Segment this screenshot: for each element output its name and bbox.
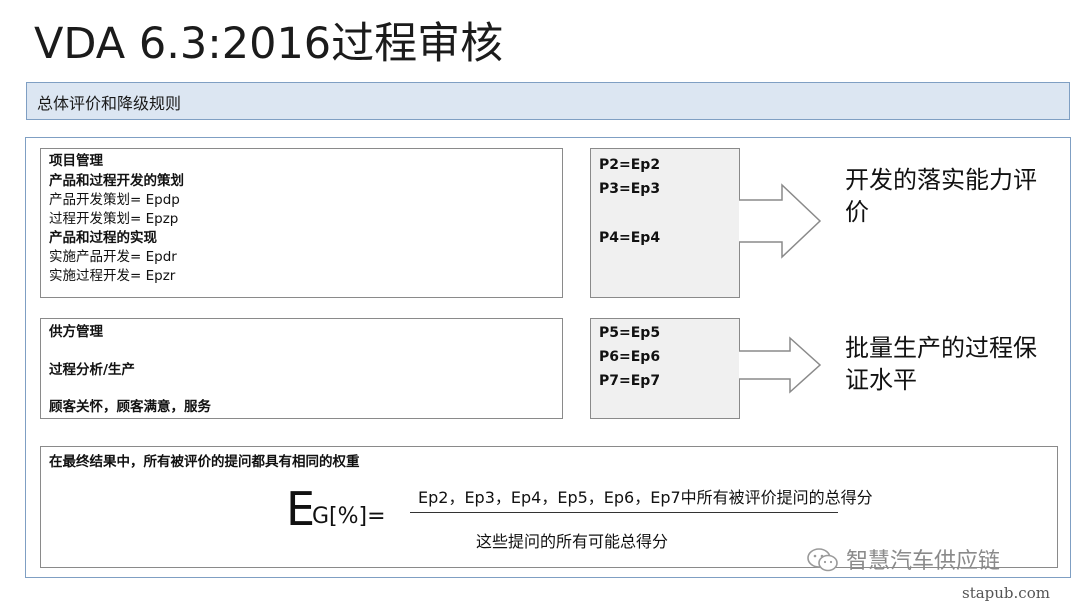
development-capability-label: 开发的落实能力评 价: [845, 164, 1070, 228]
wechat-logo-icon: [807, 548, 838, 572]
fraction-line: [410, 512, 838, 513]
p-score-line: P5=Ep5: [599, 325, 661, 341]
section-bar: 总体评价和降级规则: [26, 82, 1070, 120]
box1-line: 过程开发策划= Epzp: [49, 211, 179, 227]
formula-denominator: 这些提问的所有可能总得分: [476, 532, 669, 551]
site-watermark: stapub.com: [962, 584, 1050, 602]
p-score-line: P3=Ep3: [599, 181, 661, 197]
box1-line: 实施过程开发= Epzr: [49, 268, 176, 284]
box1-line: 产品和过程开发的策划: [49, 173, 184, 189]
result-line: 证水平: [845, 366, 917, 394]
box2-line: 供方管理: [49, 324, 103, 340]
formula-subscript: G[%]=: [312, 504, 386, 529]
box2-line: 过程分析/生产: [49, 362, 135, 378]
arrow-right-outline-icon: [739, 336, 822, 394]
box1-line: 项目管理: [49, 153, 103, 169]
box1-line: 产品和过程的实现: [49, 230, 157, 246]
arrow-right-outline-icon: [739, 183, 822, 259]
p-score-line: P4=Ep4: [599, 230, 661, 246]
result-line: 批量生产的过程保: [845, 334, 1037, 362]
p-score-line: P7=Ep7: [599, 373, 661, 389]
page-title: VDA 6.3:2016过程审核: [34, 19, 504, 69]
formula-heading: 在最终结果中，所有被评价的提问都具有相同的权重: [49, 454, 360, 470]
box2-line: 顾客关怀，顾客满意，服务: [49, 399, 211, 415]
formula-box: 在最终结果中，所有被评价的提问都具有相同的权重: [40, 446, 1058, 568]
formula-e: E: [286, 482, 316, 536]
p-score-box-development: P2=Ep2 P3=Ep3 P4=Ep4: [590, 148, 740, 298]
supplier-management-box: 供方管理 过程分析/生产 顾客关怀，顾客满意，服务: [40, 318, 563, 419]
production-assurance-label: 批量生产的过程保 证水平: [845, 332, 1070, 396]
p-score-line: P2=Ep2: [599, 157, 661, 173]
section-bar-label: 总体评价和降级规则: [37, 94, 182, 113]
content-frame: [25, 137, 1071, 578]
p-score-box-production: P5=Ep5 P6=Ep6 P7=Ep7: [590, 318, 740, 419]
p-score-line: P6=Ep6: [599, 349, 661, 365]
watermark-text: 智慧汽车供应链: [846, 549, 1001, 574]
formula-numerator: Ep2，Ep3，Ep4，Ep5，Ep6，Ep7中所有被评价提问的总得分: [418, 488, 873, 507]
project-management-box: 项目管理 产品和过程开发的策划 产品开发策划= Epdp 过程开发策划= Epz…: [40, 148, 563, 298]
box1-line: 实施产品开发= Epdr: [49, 249, 177, 265]
result-line: 价: [845, 198, 869, 226]
box1-line: 产品开发策划= Epdp: [49, 192, 180, 208]
result-line: 开发的落实能力评: [845, 166, 1037, 194]
